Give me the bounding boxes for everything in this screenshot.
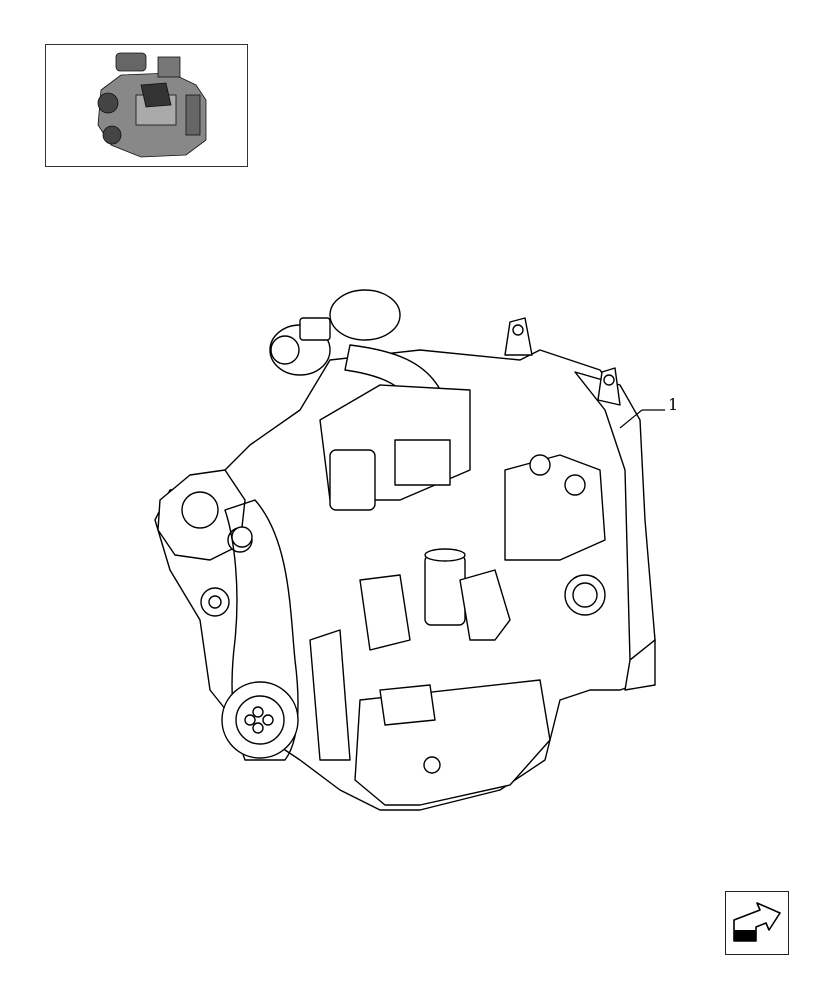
engine-thumbnail[interactable] [45,44,248,167]
callout-label-1: 1 [668,395,679,414]
engine-thumbnail-icon [97,52,207,158]
next-page-arrow-icon [733,902,781,942]
next-page-button[interactable] [725,891,789,955]
